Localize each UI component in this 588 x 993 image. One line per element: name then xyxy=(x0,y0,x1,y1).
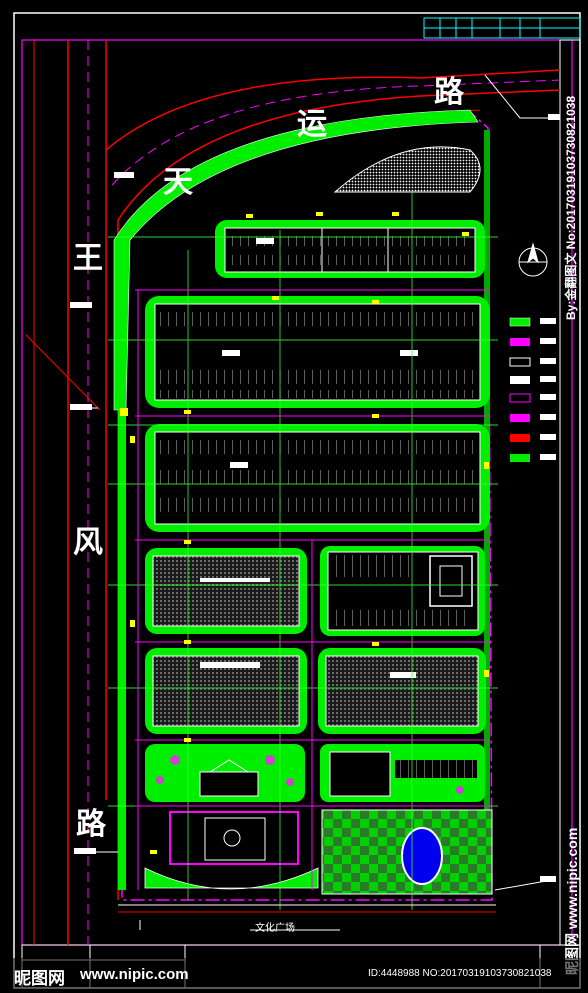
road-label-wangfeng-1: 王 xyxy=(73,241,103,276)
watermark-id: ID:4448988 NO:20170319103730821038 xyxy=(368,968,552,979)
parking-block-1 xyxy=(215,220,485,278)
direction-markers xyxy=(120,212,489,854)
legend xyxy=(509,317,556,462)
watermark-brand: 昵图网 xyxy=(14,969,65,989)
watermark-url: www.nipic.com xyxy=(80,966,189,983)
internal-roads xyxy=(135,289,490,890)
tianyun-road xyxy=(105,69,561,231)
parking-lot-hatched-2 xyxy=(145,648,307,734)
watermark-author: By:金翻图文 No:20170319103730821038 xyxy=(564,95,578,320)
parking-block-2 xyxy=(145,296,490,408)
central-park xyxy=(321,809,493,895)
north-arrow-icon xyxy=(518,242,548,277)
service-building-area xyxy=(320,744,485,802)
watermark-side-url: 昵图网 www.nipic.com xyxy=(564,827,580,975)
parking-lot-stalls xyxy=(320,546,485,636)
road-label-tianyun-2: 运 xyxy=(297,107,327,142)
parking-lot-hatched-3 xyxy=(318,648,486,734)
entrance-building-area xyxy=(145,744,305,802)
road-label-wangfeng-3: 路 xyxy=(76,807,106,842)
watermark-bar xyxy=(0,958,588,993)
entrance-plaza xyxy=(144,811,319,890)
parking-block-3 xyxy=(145,424,490,532)
road-label-wangfeng-2: 风 xyxy=(73,525,103,560)
plaza-label: 文化广场 xyxy=(255,923,295,934)
road-label-tianyun-1: 天 xyxy=(163,165,193,200)
west-green-strip xyxy=(118,410,126,890)
perimeter-green-belt xyxy=(113,109,479,411)
pond xyxy=(401,827,443,885)
north-lawn xyxy=(333,146,481,193)
road-label-tianyun-3: 路 xyxy=(434,75,464,110)
parking-lot-hatched-1 xyxy=(145,548,307,634)
